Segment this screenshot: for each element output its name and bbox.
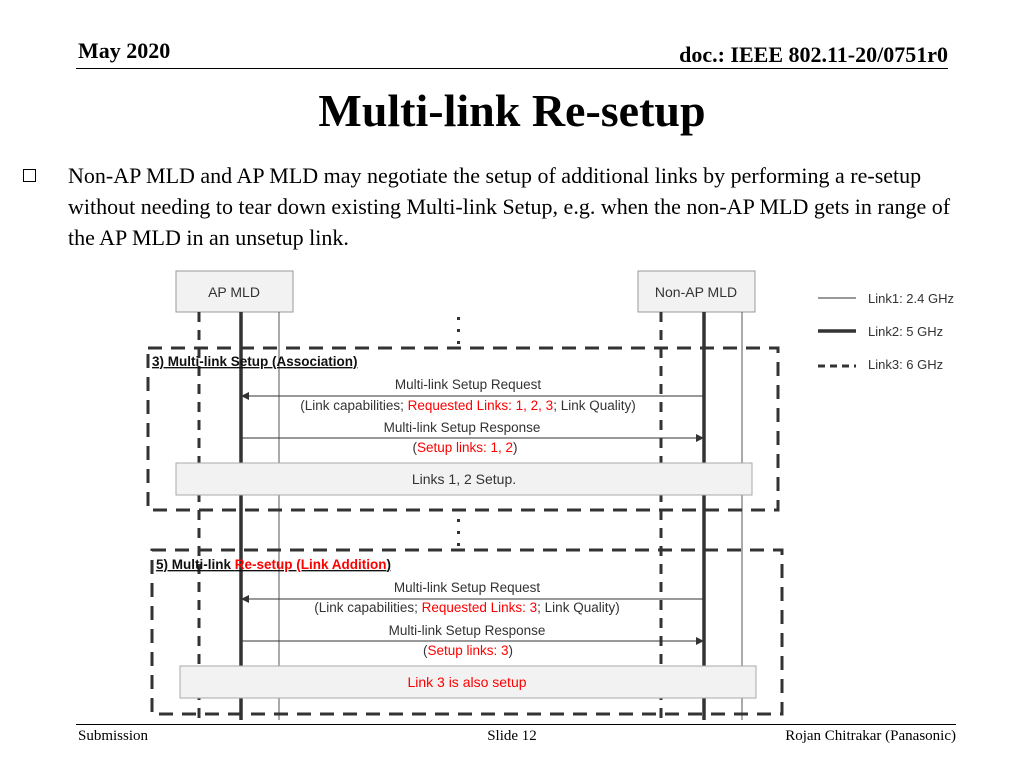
phase1-response-params: (Setup links: 1, 2) [412, 440, 517, 455]
phase2-frame [150, 548, 784, 716]
phase2-request-params: (Link capabilities; Requested Links: 3; … [314, 600, 619, 615]
legend-link2-label: Link2: 5 GHz [868, 324, 943, 339]
legend-link3-label: Link3: 6 GHz [868, 357, 943, 372]
footer-slide-number: Slide 12 [487, 728, 537, 744]
phase1-label: 3) Multi-link Setup (Association) [152, 354, 358, 369]
slide-title: Multi-link Re-setup [318, 85, 706, 136]
footer-author: Rojan Chitrakar (Panasonic) [785, 728, 956, 744]
bullet-text: Non-AP MLD and AP MLD may negotiate the … [68, 163, 951, 250]
ellipsis-dots-middle [457, 519, 460, 546]
header-divider [76, 68, 948, 69]
phase1-response-title: Multi-link Setup Response [384, 420, 541, 435]
ellipsis-dots-top [457, 317, 460, 344]
phase1-result-text: Links 1, 2 Setup. [412, 471, 516, 487]
legend-link1-label: Link1: 2.4 GHz [868, 291, 954, 306]
ap-mld-label: AP MLD [208, 284, 260, 300]
phase2-result-bar [179, 665, 757, 699]
phase2-result-text: Link 3 is also setup [407, 674, 526, 690]
phase2-request-title: Multi-link Setup Request [394, 580, 541, 595]
phase1-request-params: (Link capabilities; Requested Links: 1, … [300, 398, 635, 413]
phase1-result-bar [175, 462, 753, 496]
phase1-request-title: Multi-link Setup Request [395, 377, 542, 392]
phase2-label: 5) Multi-link Re-setup (Link Addition) [156, 557, 391, 572]
non-ap-mld-label: Non-AP MLD [655, 284, 737, 300]
ap-mld-box [175, 270, 294, 313]
checkbox-bullet-icon [23, 169, 36, 182]
phase2-response-title: Multi-link Setup Response [389, 623, 546, 638]
footer-divider [76, 724, 956, 725]
non-ap-mld-box [637, 270, 756, 313]
header-doc-id: doc.: IEEE 802.11-20/0751r0 [679, 42, 948, 67]
footer-submission: Submission [78, 728, 149, 744]
header-date: May 2020 [78, 38, 171, 63]
phase1-frame [146, 346, 780, 512]
phase2-response-params: (Setup links: 3) [423, 643, 513, 658]
